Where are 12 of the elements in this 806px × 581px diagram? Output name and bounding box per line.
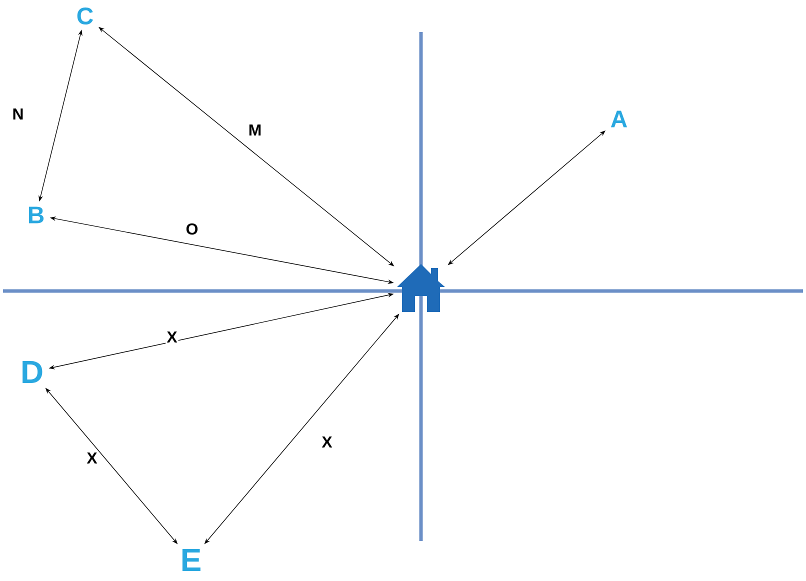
edge-label: X	[320, 436, 334, 448]
edge-label: M	[247, 124, 263, 136]
house-icon	[397, 264, 445, 312]
point-letter: E	[182, 549, 200, 571]
edge-label: O	[184, 222, 200, 236]
point-letter: D	[22, 361, 42, 383]
point-letter: B	[28, 206, 44, 224]
edge-label: X	[86, 452, 98, 464]
point-letter: A	[610, 110, 628, 128]
edge-label: X	[166, 330, 178, 344]
edge-label: N	[11, 108, 25, 120]
point-letter: C	[77, 8, 94, 24]
